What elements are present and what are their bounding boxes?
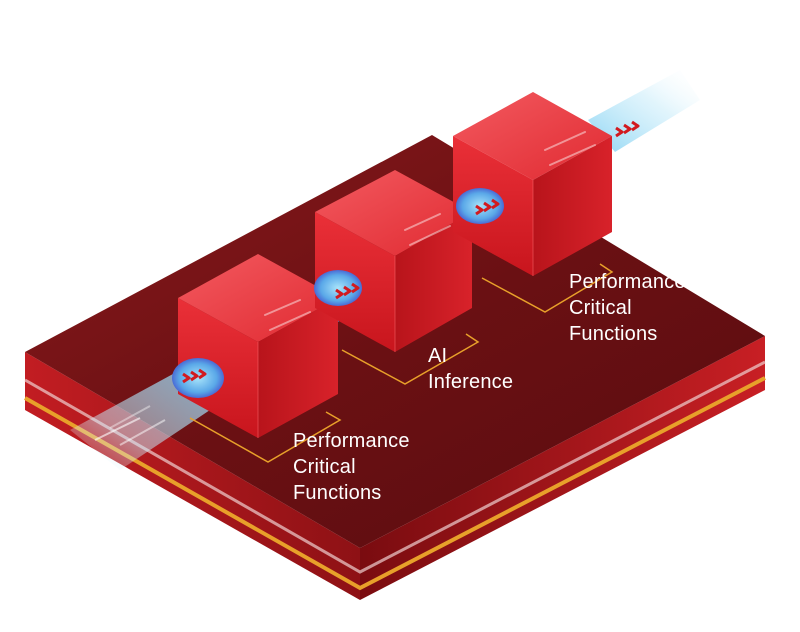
callout-left (189, 411, 342, 463)
cube-right-side (533, 136, 612, 276)
port-cube-right (456, 188, 504, 224)
label-right-line1: Performance (569, 271, 686, 293)
callout-middle (341, 333, 480, 385)
cube-middle (315, 170, 472, 352)
label-middle-line2: Inference (428, 371, 513, 393)
cube-middle-top (315, 170, 472, 256)
cube-left-side (258, 298, 338, 438)
label-middle: AI Inference (428, 345, 513, 393)
label-left-line2: Critical (293, 456, 356, 478)
port-cube-middle (314, 270, 362, 306)
port-cube-left (172, 358, 224, 398)
chevrons-3 (475, 198, 500, 216)
motion-streaks (264, 131, 596, 331)
label-middle-line1: AI (428, 345, 447, 367)
label-right: Performance Critical Functions (569, 271, 686, 345)
beam-out (588, 70, 700, 152)
label-left: Performance Critical Functions (293, 430, 410, 504)
chevrons-4 (615, 120, 640, 138)
cube-right-top (453, 92, 612, 180)
label-right-line3: Functions (569, 323, 658, 345)
chevrons-2 (335, 282, 360, 300)
label-left-line1: Performance (293, 430, 410, 452)
platform-accent-stripe (24, 376, 766, 591)
cube-middle-side (395, 212, 472, 352)
label-left-line3: Functions (293, 482, 382, 504)
chevrons-1 (182, 368, 207, 384)
callout-right (481, 263, 614, 313)
label-right-line2: Critical (569, 297, 632, 319)
